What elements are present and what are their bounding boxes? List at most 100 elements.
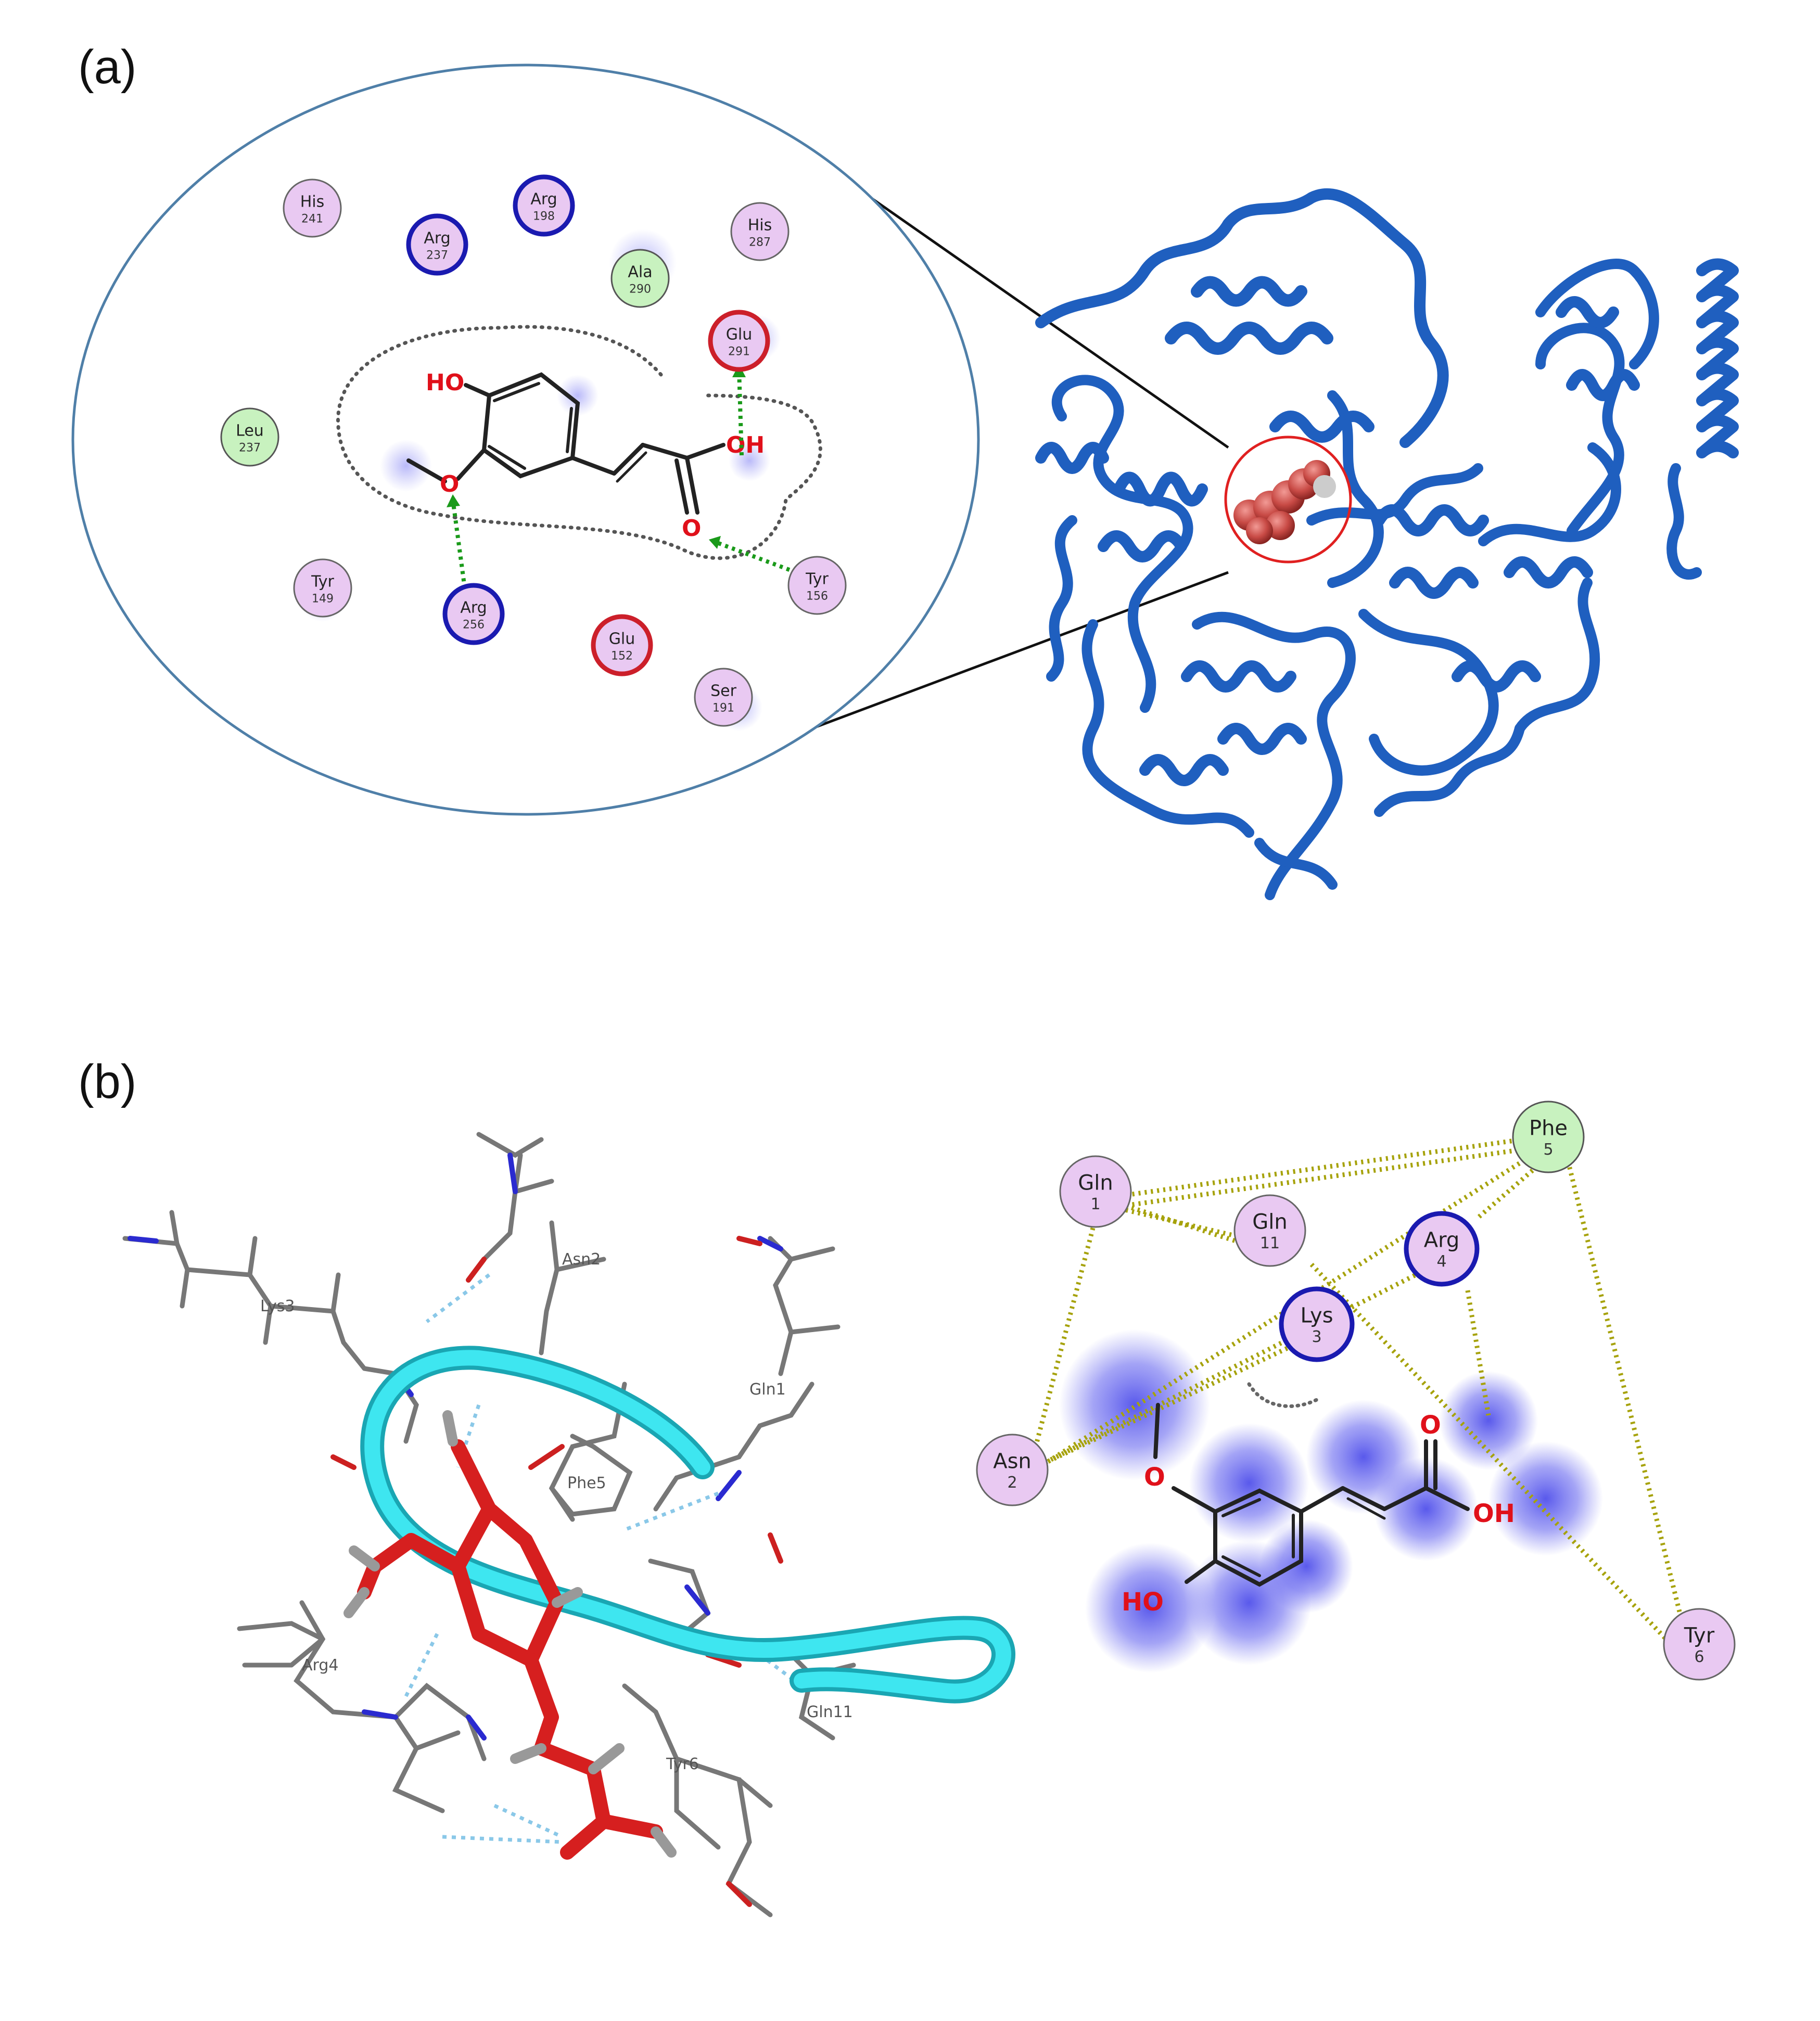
residue-label-3d: Gln11 xyxy=(807,1703,853,1721)
pocket-arc-b xyxy=(1247,1382,1319,1408)
residue-disc xyxy=(1663,1608,1736,1681)
residue-number: 3 xyxy=(1312,1328,1321,1346)
residue-label-3d: Asn2 xyxy=(562,1250,601,1269)
residue-number: 1 xyxy=(1090,1195,1100,1213)
a-residue-tyr-156: Tyr 156 xyxy=(787,556,847,615)
residue-name: Arg xyxy=(460,598,487,617)
b-residue-lys-3: Lys3 xyxy=(1279,1286,1355,1362)
atom-oh-b: OH xyxy=(1473,1499,1515,1528)
residue-disc xyxy=(694,668,753,727)
residue-name: Leu xyxy=(236,421,264,440)
atom-o-methoxy-b: O xyxy=(1144,1463,1165,1492)
exposure-spots-b xyxy=(1059,1329,1603,1673)
atom-oh-a: OH xyxy=(726,432,765,458)
panel-a-label: (a) xyxy=(78,41,136,94)
a-residue-his-287: His 287 xyxy=(730,202,790,261)
residue-disc xyxy=(730,202,790,261)
residue-disc xyxy=(591,614,653,676)
residue-name: Tyr xyxy=(1684,1624,1715,1648)
atom-ho-a: HO xyxy=(426,369,464,396)
residue-number: 198 xyxy=(533,210,555,223)
residue-label-3d: Arg4 xyxy=(302,1656,338,1674)
residue-number: 4 xyxy=(1436,1252,1446,1271)
ligand-spheres xyxy=(1233,460,1336,544)
b-residue-phe-5: Phe5 xyxy=(1512,1101,1585,1173)
residue-number: 156 xyxy=(806,590,828,603)
residue-disc xyxy=(293,558,352,618)
b-residue-asn-2: Asn2 xyxy=(976,1434,1049,1506)
protein-ribbon xyxy=(1035,188,1739,900)
b-residue-arg-4: Arg4 xyxy=(1404,1211,1480,1287)
a-residue-arg-237: Arg 237 xyxy=(406,213,468,276)
ligand-2d-b xyxy=(1153,1403,1470,1587)
a-residue-glu-291: Glu 291 xyxy=(708,310,770,372)
residue-disc xyxy=(1059,1155,1132,1228)
binding-site-circle xyxy=(1224,436,1352,564)
peptide-sticks xyxy=(122,1132,856,1917)
residue-number: 152 xyxy=(611,650,633,663)
residue-disc xyxy=(442,583,505,645)
residue-name: Phe xyxy=(1529,1117,1568,1141)
residue-name: Ala xyxy=(628,263,652,281)
residue-number: 237 xyxy=(426,249,448,262)
residue-disc xyxy=(708,310,770,372)
residue-name: Tyr xyxy=(311,572,334,591)
residue-number: 191 xyxy=(712,702,734,715)
residue-disc xyxy=(1279,1286,1355,1362)
residue-name: Tyr xyxy=(805,570,829,588)
a-residue-arg-256: Arg 256 xyxy=(442,583,505,645)
residue-number: 6 xyxy=(1694,1648,1704,1666)
zoom-ellipse xyxy=(71,63,980,816)
residue-name: His xyxy=(748,216,772,234)
residue-name: Asn xyxy=(993,1450,1032,1474)
residue-number: 290 xyxy=(629,283,651,296)
atom-ho-b: HO xyxy=(1122,1588,1164,1617)
residue-name: Arg xyxy=(1424,1229,1460,1252)
residue-disc xyxy=(1512,1101,1585,1173)
ligand-3d xyxy=(357,1439,663,1860)
ligand-3d-h xyxy=(343,1410,677,1858)
atom-o-carbonyl-a: O xyxy=(682,515,701,542)
residue-disc xyxy=(406,213,468,276)
residue-name: Arg xyxy=(530,190,557,208)
panel-b-label: (b) xyxy=(78,1055,136,1108)
residue-number: 2 xyxy=(1007,1474,1017,1492)
residue-number: 11 xyxy=(1260,1234,1280,1252)
residue-name: Ser xyxy=(710,682,737,700)
residue-number: 237 xyxy=(239,442,261,455)
residue-name: Gln xyxy=(1252,1210,1287,1234)
residue-number: 256 xyxy=(463,619,485,632)
residue-name: Glu xyxy=(609,630,635,648)
residue-number: 287 xyxy=(749,236,771,249)
atom-o-methoxy-a: O xyxy=(440,471,459,497)
zoom-line-bottom xyxy=(811,571,1229,730)
a-residue-glu-152: Glu 152 xyxy=(591,614,653,676)
residue-disc xyxy=(1233,1194,1306,1267)
hbonds-3d xyxy=(404,1273,803,1844)
residue-name: Lys xyxy=(1300,1304,1333,1328)
b-residue-tyr-6: Tyr6 xyxy=(1663,1608,1736,1681)
residue-name: Glu xyxy=(726,325,753,343)
residue-disc xyxy=(787,556,847,615)
residue-disc xyxy=(610,249,670,308)
residue-name: Arg xyxy=(424,229,450,247)
pocket-contour xyxy=(336,325,822,560)
residue-disc xyxy=(220,407,279,467)
b-residue-gln-11: Gln11 xyxy=(1233,1194,1306,1267)
residue-label-3d: Phe5 xyxy=(567,1474,606,1492)
residue-label-3d: Lys3 xyxy=(260,1297,295,1315)
a-residue-arg-198: Arg 198 xyxy=(513,174,575,237)
hbonds-a xyxy=(451,369,797,596)
a-residue-ser-191: Ser 191 xyxy=(694,668,753,727)
a-residue-ala-290: Ala 290 xyxy=(610,249,670,308)
peptide-atoms-accent xyxy=(128,1153,783,1907)
residue-number: 291 xyxy=(728,346,750,359)
residue-label-3d: Gln1 xyxy=(749,1380,786,1399)
atom-o-carbonyl-b: O xyxy=(1420,1411,1441,1440)
residue-name: Gln xyxy=(1078,1171,1113,1195)
